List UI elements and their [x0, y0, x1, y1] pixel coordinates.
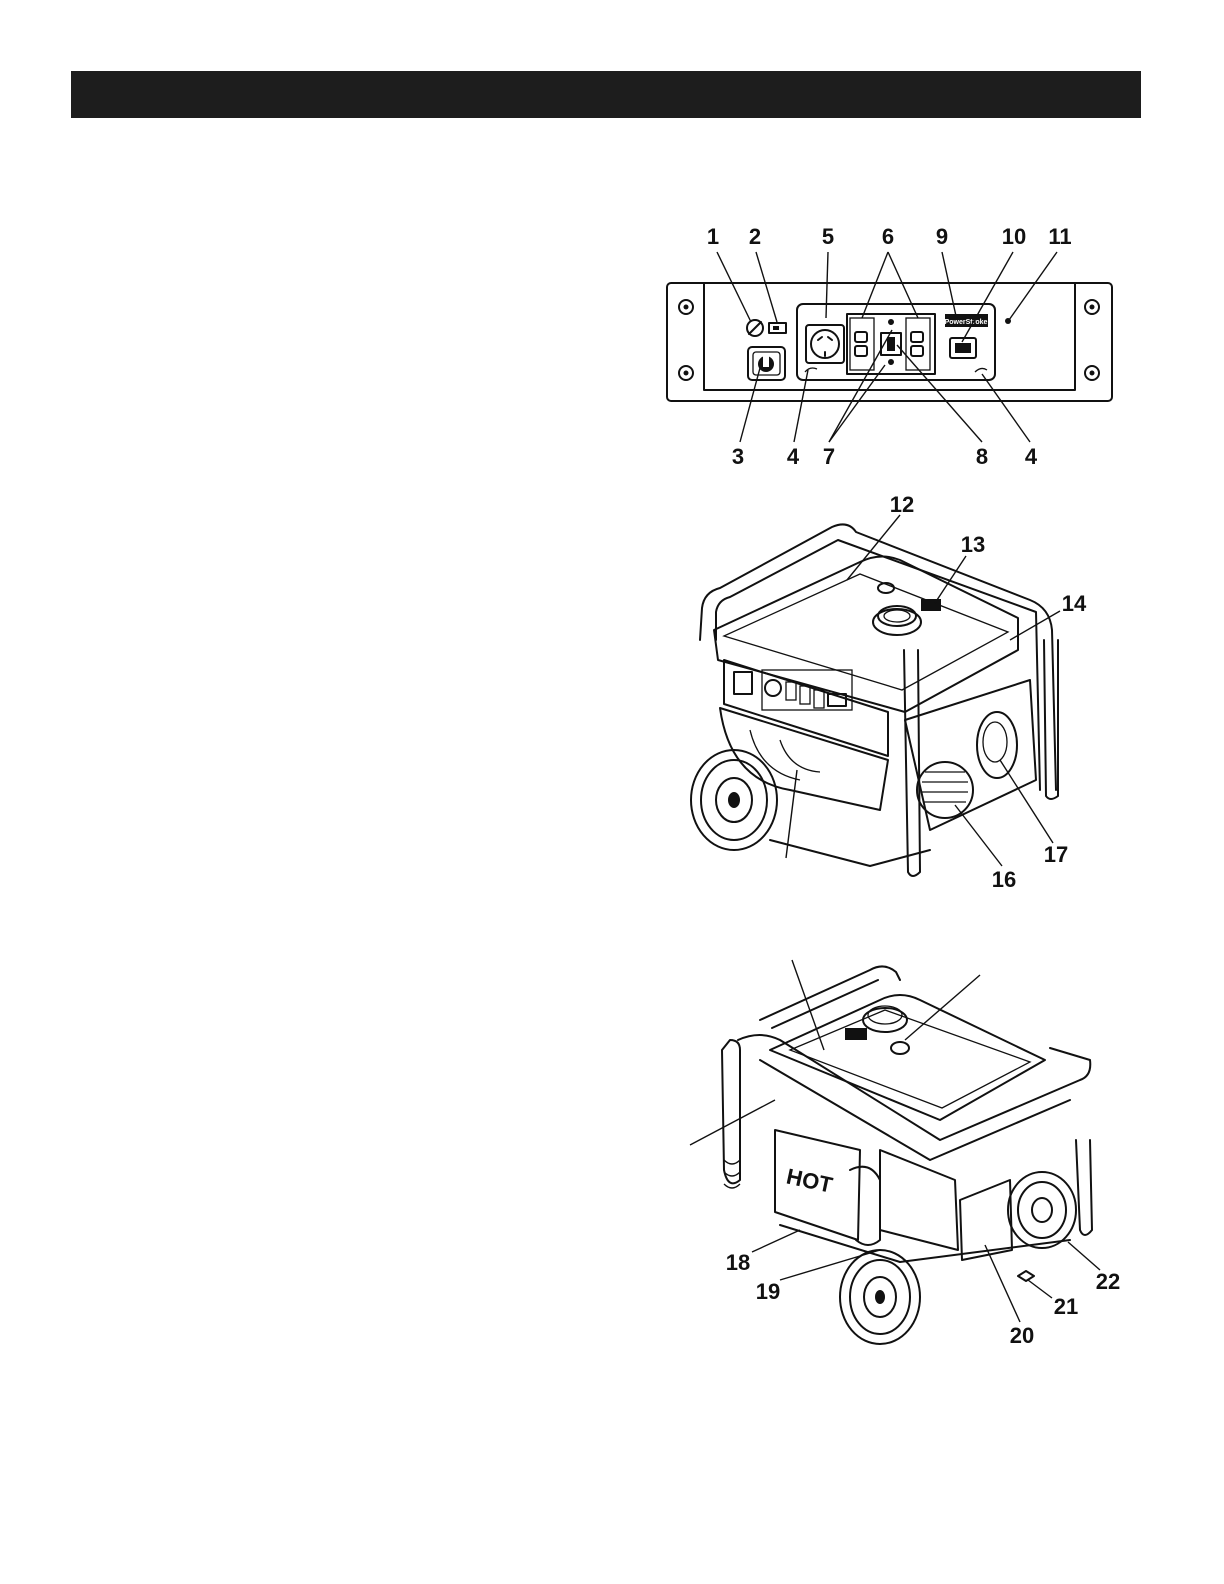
callout-17: 17: [1044, 842, 1068, 867]
fuel-cap-icon: [873, 606, 921, 635]
callout-22: 22: [1096, 1269, 1120, 1294]
callout-19: 19: [756, 1279, 780, 1304]
tank-label: [921, 599, 941, 611]
recoil-starter-icon: [1008, 1172, 1076, 1248]
wheel-icon: [691, 750, 777, 850]
callout-9: 9: [936, 224, 948, 249]
tank-label: [845, 1028, 867, 1040]
callout-3: 3: [732, 444, 744, 469]
control-panel-figure: PowerStroke 1 2 5 6 9 10 11 3 4 7 8: [667, 224, 1112, 469]
callout-10: 10: [1002, 224, 1026, 249]
hot-label: HOT: [784, 1164, 835, 1198]
callout-7: 7: [823, 444, 835, 469]
callout-6: 6: [882, 224, 894, 249]
callout-13: 13: [961, 532, 985, 557]
callout-4-left: 4: [787, 444, 800, 469]
duplex-outlet-right[interactable]: [906, 318, 930, 370]
fuel-gauge-icon: [891, 1042, 909, 1054]
twist-lock-receptacle[interactable]: [806, 325, 844, 363]
callout-11: 11: [1048, 224, 1071, 249]
gfci-buttons[interactable]: [881, 319, 901, 365]
callout-12: 12: [890, 492, 914, 517]
callout-1: 1: [707, 224, 719, 249]
fuel-tank: [714, 556, 1018, 712]
engine-block: [880, 1150, 958, 1250]
callout-5: 5: [822, 224, 834, 249]
callout-21: 21: [1054, 1294, 1078, 1319]
callout-16: 16: [992, 867, 1016, 892]
callout-8: 8: [976, 444, 988, 469]
frame-tube: [700, 524, 1056, 790]
engine-switch[interactable]: [748, 347, 785, 380]
oil-drain-plug-icon: [1018, 1271, 1034, 1281]
brand-label: PowerStroke: [945, 319, 988, 326]
generator-rear-view: HOT 18 19: [690, 960, 1120, 1348]
wheel-icon: [840, 1250, 920, 1344]
generator-front-view: 12 13 14 16 17: [691, 492, 1087, 892]
callout-4-right: 4: [1025, 444, 1038, 469]
callout-18: 18: [726, 1250, 750, 1275]
callout-14: 14: [1062, 591, 1087, 616]
callout-20: 20: [1010, 1323, 1034, 1348]
duplex-outlet-left[interactable]: [850, 318, 874, 370]
callout-2: 2: [749, 224, 761, 249]
alternator: [720, 708, 888, 810]
air-filter-icon: [917, 762, 973, 818]
front-control-panel: [724, 660, 888, 756]
